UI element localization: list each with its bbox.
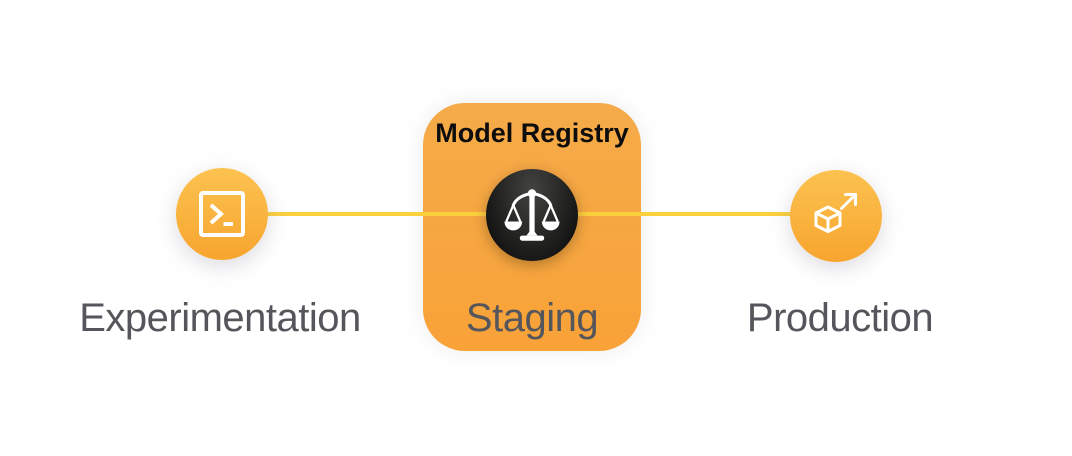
balance-scale-badge	[486, 169, 578, 261]
experimentation-label: Experimentation	[79, 296, 361, 340]
terminal-icon	[199, 191, 245, 237]
experimentation-node	[176, 168, 268, 260]
cube-launch-icon	[814, 193, 857, 233]
model-registry-title: Model Registry	[435, 118, 629, 148]
model-registry-card: Model Registry Staging	[423, 103, 641, 351]
staging-label: Staging	[465, 296, 599, 340]
production-node	[790, 170, 882, 262]
production-label: Production	[746, 296, 934, 340]
balance-scale-icon	[504, 189, 560, 241]
